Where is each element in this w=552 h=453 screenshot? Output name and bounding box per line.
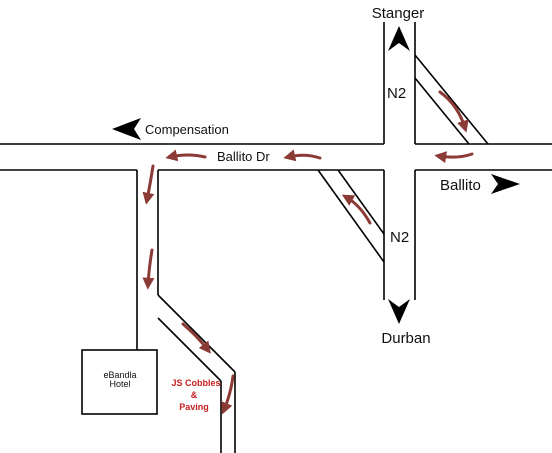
route-arrow-icon: [142, 248, 155, 290]
route-arrow-icon: [438, 90, 469, 133]
highway-label-lower: N2: [390, 229, 409, 246]
business-label-line2: &: [191, 390, 198, 400]
branch-inner-diagonal: [157, 317, 222, 382]
ramp-south-outer: [317, 169, 385, 263]
route-arrow-icon: [341, 194, 372, 225]
destination-north-label: Stanger: [372, 5, 425, 22]
destination-west-label: Compensation: [145, 122, 229, 137]
route-arrow-icon: [221, 374, 235, 415]
business-label-line1: JS Cobbles: [171, 378, 220, 388]
arrow-south-icon: [388, 299, 410, 324]
hotel-building: [81, 349, 158, 415]
destination-south-label: Durban: [381, 330, 430, 347]
ramp-south-inner: [337, 169, 385, 235]
route-arrow-icon: [283, 149, 322, 162]
business-label-line3: Paving: [179, 402, 209, 412]
arrow-west-icon: [112, 118, 141, 140]
route-arrow-icon: [434, 151, 474, 164]
road-network: [0, 22, 552, 453]
route-arrows: [142, 90, 474, 415]
hotel-label-line2: Hotel: [109, 379, 130, 389]
destination-east-label: Ballito: [440, 177, 481, 194]
route-arrow-icon: [142, 164, 155, 205]
ramp-north-outer: [414, 54, 489, 145]
route-arrow-icon: [181, 322, 211, 354]
branch-outer-diagonal: [157, 294, 236, 373]
highway-label-upper: N2: [387, 85, 406, 102]
main-road-label: Ballito Dr: [217, 149, 270, 164]
route-arrow-icon: [165, 149, 207, 162]
ramp-north-inner: [414, 77, 470, 145]
hotel-label-line1: eBandla: [103, 370, 136, 380]
arrow-north-icon: [388, 26, 410, 51]
arrow-east-icon: [491, 174, 520, 194]
